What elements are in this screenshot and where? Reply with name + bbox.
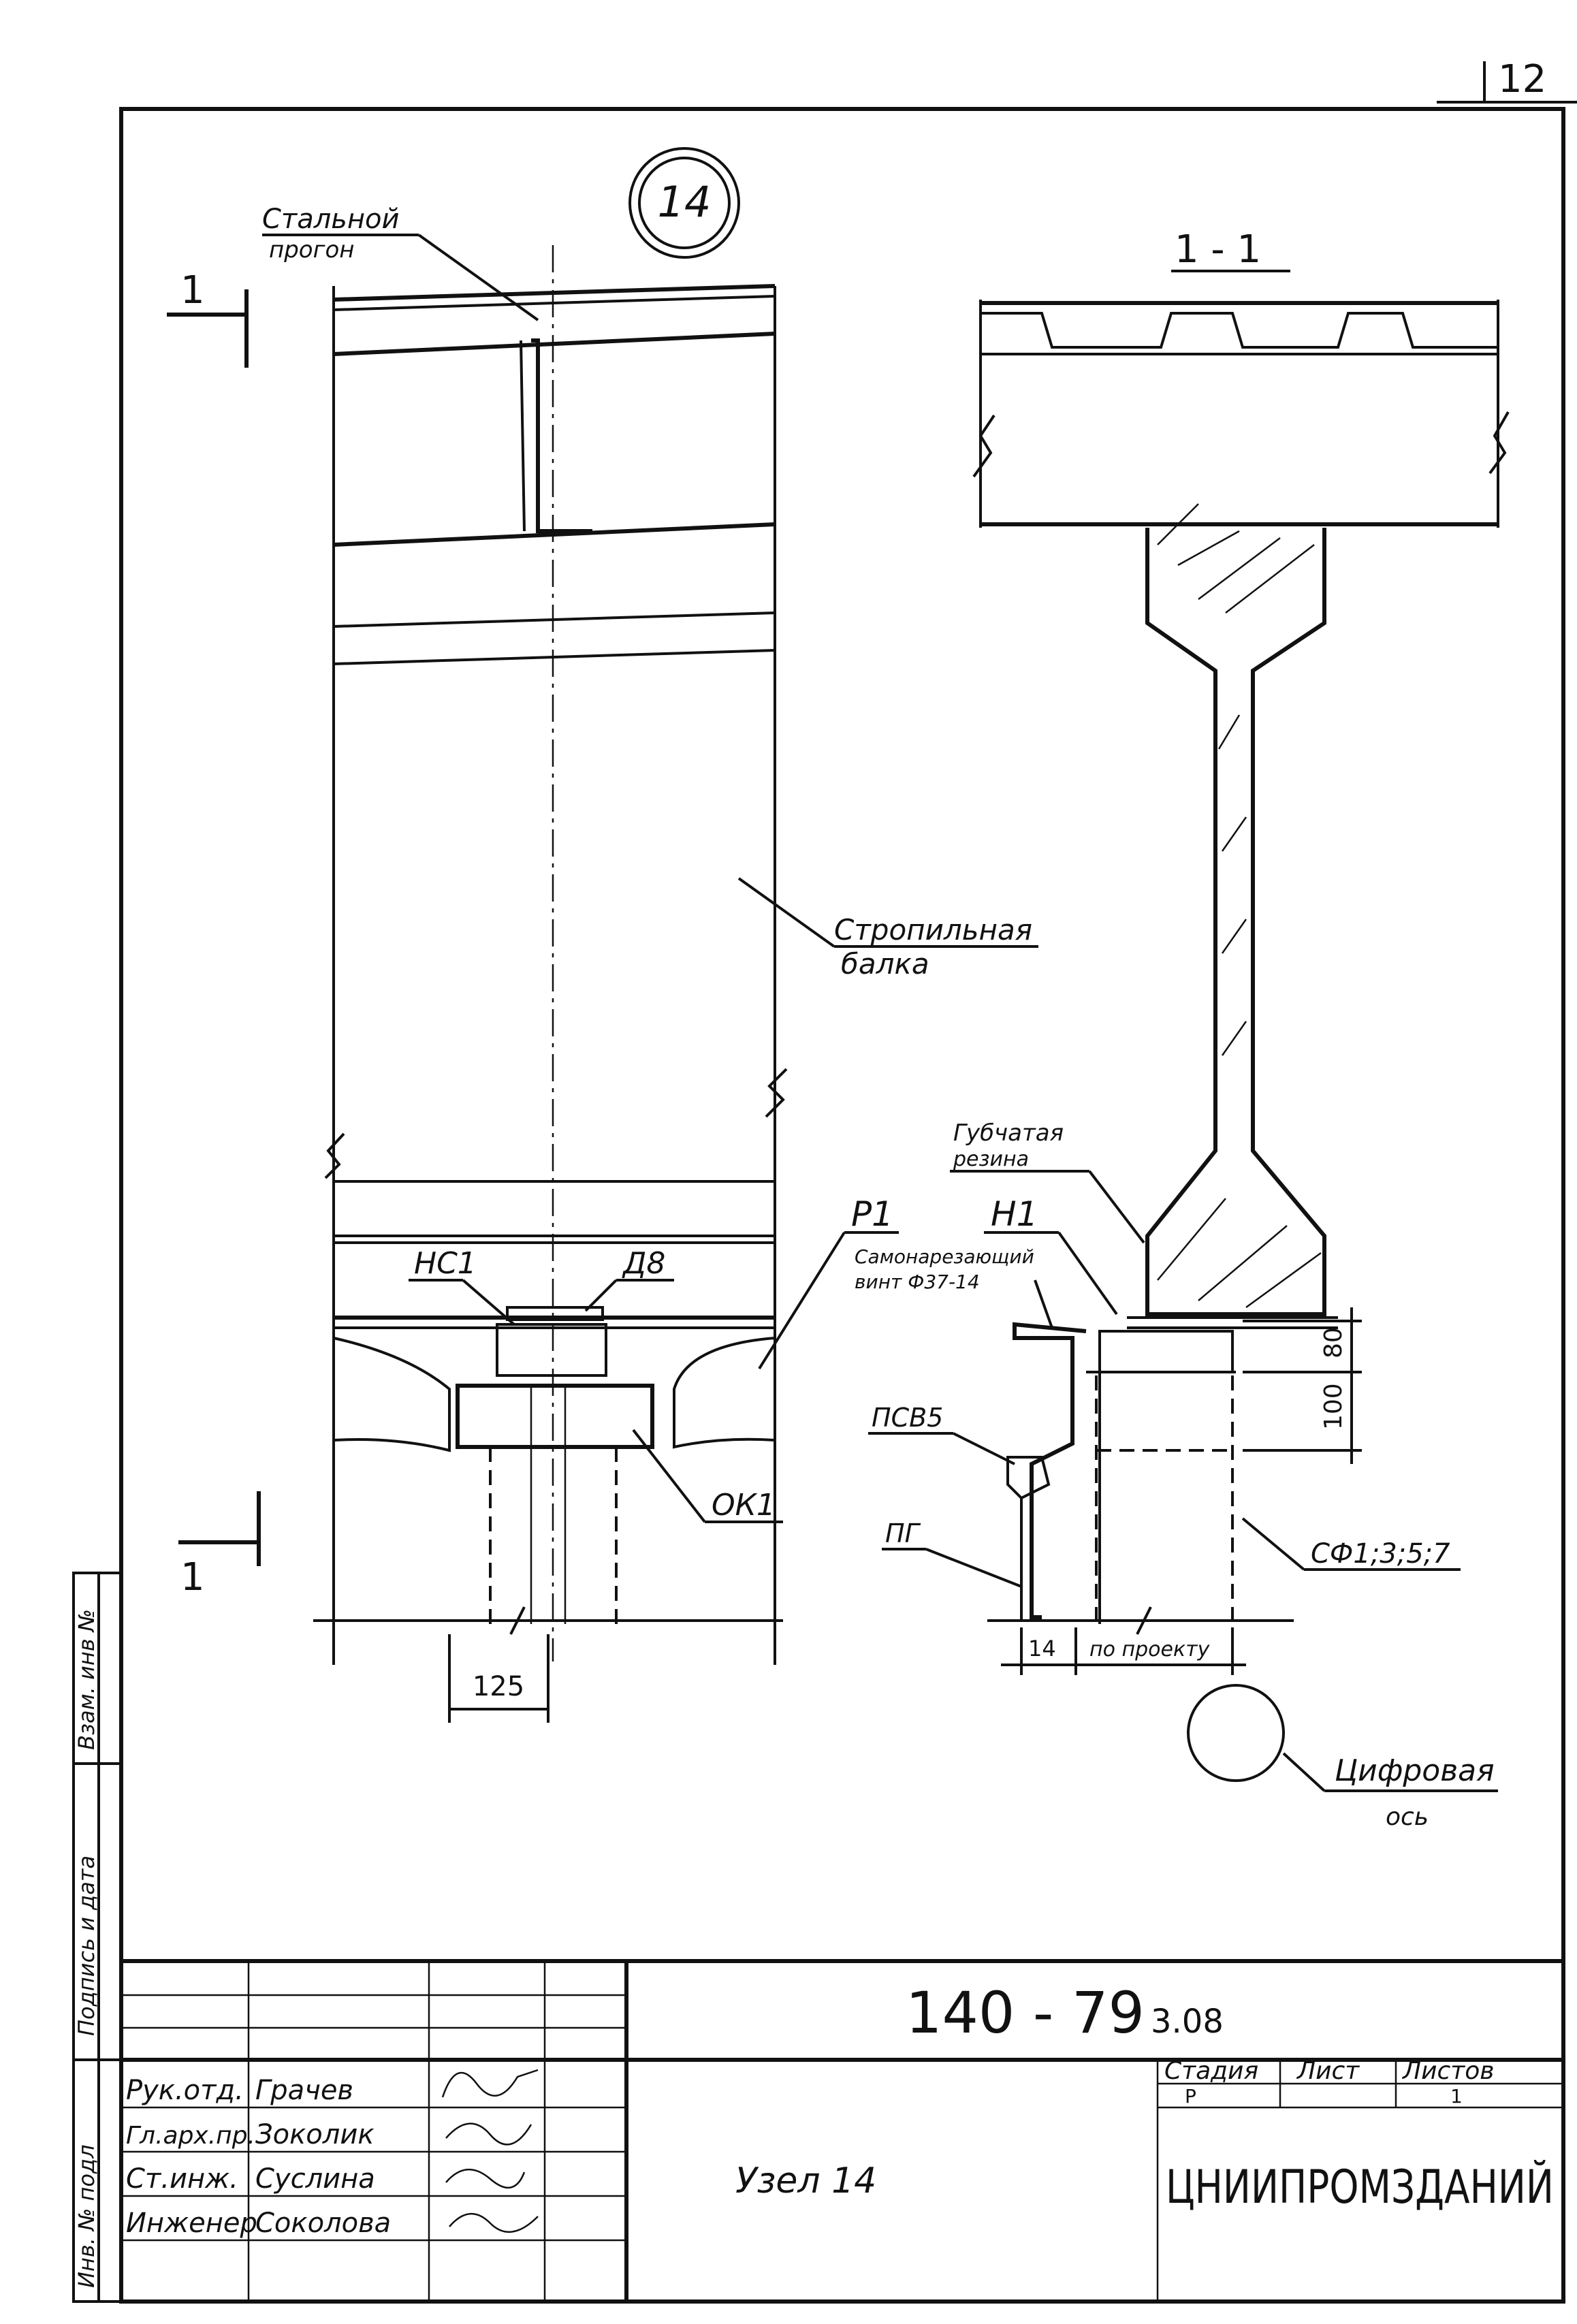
- drawing-frame: [119, 107, 1565, 2304]
- callout-sf-leader: [1241, 1517, 1305, 1571]
- break-mark-right: [765, 1068, 788, 1118]
- digital-axis-line1: Цифровая: [1335, 1753, 1495, 1788]
- beam-band-bottom: [333, 649, 776, 665]
- sheets-value: 1: [1450, 2085, 1463, 2107]
- purlin-under-line: [333, 332, 776, 356]
- callout-sponge-rubber-leader: [1088, 1170, 1145, 1244]
- column-section-head: [1098, 1330, 1234, 1373]
- cut-mark-top-label: 1: [180, 268, 205, 313]
- callout-sf: СФ1;3;5;7: [1311, 1538, 1450, 1570]
- purlin-top-line2: [333, 295, 776, 311]
- column-break-mark: [509, 1606, 526, 1635]
- i-beam-section: [1145, 528, 1326, 1316]
- callout-ok1-leader: [632, 1429, 706, 1523]
- section-break-mark: [1136, 1606, 1152, 1635]
- side-stamp-inv-original: Инв. № подл: [74, 2144, 99, 2288]
- sheet-title: Узел 14: [735, 2161, 876, 2201]
- node-marker-label: 14: [658, 177, 712, 227]
- slab-break-left: [972, 414, 995, 478]
- side-stamp-signature-date: Подпись и дата: [74, 1856, 99, 2036]
- purlin-bottom-line: [333, 522, 776, 547]
- callout-p1-leader: [758, 1231, 846, 1370]
- callout-steel-purlin-line2: прогон: [269, 236, 355, 264]
- name-3: Суслина: [255, 2163, 375, 2195]
- digital-axis-circle: [1187, 1684, 1285, 1782]
- slab-break-right: [1488, 411, 1510, 475]
- organization-name: ЦНИИПРОМЗДАНИЙ: [1166, 2160, 1554, 2214]
- callout-ok1: ОК1: [712, 1488, 776, 1523]
- sheet-header: Лист: [1296, 2057, 1360, 2085]
- doc-code-suffix: 3.08: [1151, 2003, 1224, 2041]
- beam-band-top: [333, 611, 776, 628]
- signature-4: [449, 2212, 539, 2233]
- bearing-plate-d8: [506, 1306, 604, 1321]
- dim-100-label: 100: [1320, 1383, 1348, 1430]
- side-stamp: Взам. инв № Подпись и дата Инв. № подл: [72, 1572, 123, 2303]
- signature-1: [441, 2069, 539, 2098]
- gutter-profile: [1013, 1322, 1087, 1619]
- doc-code-main: 140 - 79: [906, 1979, 1145, 2046]
- node-marker-outer: [628, 147, 740, 259]
- callout-d8-leader: [584, 1279, 618, 1312]
- bearing-pad: [496, 1323, 607, 1377]
- cut-mark-bottom-label: 1: [180, 1555, 205, 1599]
- callout-rafter-beam-leader: [737, 877, 835, 948]
- z-purlin-web: [531, 338, 592, 533]
- callout-pg: ПГ: [885, 1518, 921, 1548]
- stage-value: Р: [1185, 2085, 1196, 2107]
- callout-screw-leader: [1034, 1279, 1053, 1328]
- callout-screw-line2: винт Ф37-14: [855, 1271, 980, 1293]
- beam-end-curve-right: [673, 1337, 776, 1449]
- concrete-hatch: [1157, 503, 1322, 1309]
- role-4: Инженер: [126, 2208, 257, 2239]
- sheet-number: 12: [1498, 57, 1546, 101]
- side-stamp-inv-replaced: Взам. инв №: [74, 1609, 99, 1750]
- sealant-pvb5: [1006, 1456, 1051, 1500]
- callout-sponge-rubber-line1: Губчатая: [953, 1119, 1064, 1147]
- digital-axis-leader: [1282, 1752, 1326, 1792]
- section-view: 1 - 1 80 100: [855, 227, 1510, 1831]
- dim-14-label: 14: [1028, 1636, 1056, 1661]
- corrugated-deck: [981, 312, 1498, 349]
- callout-h1-leader: [1057, 1231, 1118, 1316]
- sheets-header: Листов: [1401, 2057, 1494, 2085]
- callout-sponge-rubber-line2: резина: [953, 1147, 1029, 1171]
- name-4: Соколова: [255, 2208, 391, 2239]
- callout-rafter-beam-line2: балка: [841, 947, 929, 981]
- node-marker-inner: [638, 157, 731, 249]
- callout-hc1: НС1: [414, 1246, 477, 1281]
- role-1: Рук.отд.: [126, 2075, 244, 2106]
- signature-3: [445, 2169, 526, 2189]
- callout-screw-line1: Самонарезающий: [855, 1245, 1034, 1268]
- callout-rafter-beam-line1: Стропильная: [834, 913, 1032, 946]
- callout-hc1-leader: [462, 1279, 515, 1326]
- callout-pg-leader: [925, 1548, 1022, 1588]
- z-purlin-web-inner: [520, 340, 526, 532]
- left-view: 14 1 1: [167, 147, 1038, 1723]
- beam-end-curve-left: [333, 1337, 451, 1452]
- title-block: Рук.отд. Грачев Гл.арх.пр. Зоколик Ст.ин…: [121, 1959, 1563, 2302]
- purlin-top-line: [333, 284, 776, 302]
- callout-steel-purlin-leader: [417, 234, 539, 321]
- callout-steel-purlin-line1: Стальной: [262, 204, 400, 235]
- column-cap-ok1: [456, 1384, 654, 1449]
- stage-header: Стадия: [1164, 2057, 1258, 2085]
- role-2: Гл.арх.пр.: [126, 2122, 255, 2150]
- role-3: Ст.инж.: [126, 2163, 238, 2195]
- name-2: Зоколик: [255, 2119, 374, 2150]
- callout-d8: Д8: [622, 1246, 665, 1281]
- callout-pvb5: ПСВ5: [872, 1403, 943, 1433]
- callout-pvb5-leader: [953, 1432, 1015, 1465]
- digital-axis-line2: ось: [1386, 1803, 1429, 1831]
- callout-p1: Р1: [851, 1194, 893, 1234]
- callout-h1: Н1: [991, 1194, 1038, 1234]
- section-label: 1 - 1: [1175, 227, 1261, 272]
- dim-by-project-label: по проекту: [1089, 1638, 1211, 1661]
- dim-125-label: 125: [473, 1671, 524, 1702]
- break-mark-left: [324, 1132, 345, 1179]
- name-1: Грачев: [255, 2075, 353, 2106]
- dim-80-label: 80: [1320, 1327, 1348, 1358]
- signature-2: [445, 2122, 532, 2146]
